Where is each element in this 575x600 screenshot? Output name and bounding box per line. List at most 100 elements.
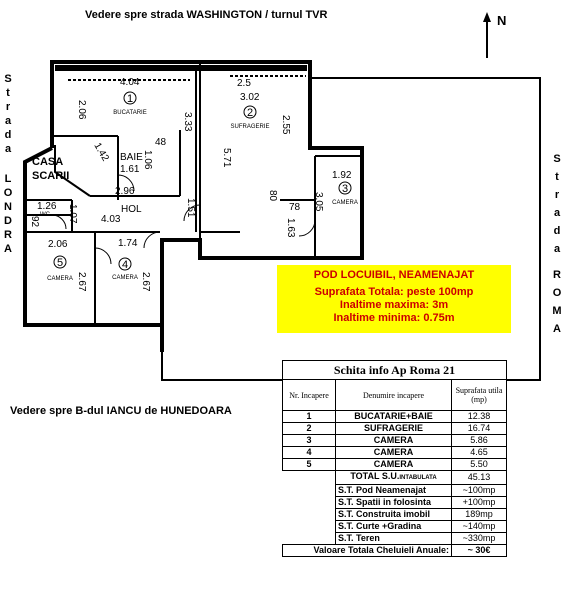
svg-text:S: S <box>4 73 11 85</box>
dim-label: 78 <box>289 202 301 213</box>
attic-line: Inaltime maxima: 3m <box>339 299 449 311</box>
north-arrow-icon <box>483 12 491 58</box>
table-extra-row: S.T. Curte +Gradina~140mp <box>283 520 507 533</box>
room-name-5: CAMERA <box>47 276 73 282</box>
svg-text:t: t <box>6 87 10 99</box>
attic-outline <box>161 77 541 381</box>
room-name-4: CAMERA <box>112 275 138 281</box>
svg-text:2: 2 <box>247 107 253 119</box>
dim-label: 1.61 <box>120 164 140 175</box>
svg-text:O: O <box>4 187 13 199</box>
attic-info-box: POD LOCUIBIL, NEAMENAJAT Suprafata Total… <box>277 265 511 333</box>
dim-label: 1.07 <box>67 204 78 224</box>
room-name-2: SUFRAGERIE <box>230 124 269 130</box>
table-header: Denumire incapere <box>335 379 452 411</box>
dimensions: 4.04 2.06 3.33 2.5 3.02 2.55 5.71 1.42 4… <box>29 77 352 292</box>
outer-walls <box>23 60 364 352</box>
top-view-caption: Vedere spre strada WASHINGTON / turnul T… <box>85 9 328 21</box>
dim-label: 1.92 <box>332 170 352 181</box>
dim-label: 1.63 <box>285 218 296 238</box>
dim-label: 1.51 <box>185 198 196 218</box>
svg-text:L: L <box>5 173 12 185</box>
dim-label: 2.96 <box>115 186 135 197</box>
dim-label: 2.5 <box>237 78 251 89</box>
inner-walls <box>25 62 362 325</box>
label-hol: HOL <box>121 204 142 215</box>
table-header: Suprafata utila (mp) <box>451 379 507 411</box>
dim-label: 2.67 <box>140 272 151 292</box>
svg-text:5: 5 <box>57 257 63 269</box>
label-wc: WC <box>40 212 51 218</box>
dim-label: 4.04 <box>120 77 140 88</box>
bottom-view-caption: Vedere spre B-dul IANCU de HUNEDOARA <box>10 405 232 417</box>
dim-label: 92 <box>29 216 40 228</box>
room-number-4: 4 <box>118 257 132 271</box>
svg-text:a: a <box>5 115 12 127</box>
svg-text:1: 1 <box>127 93 133 105</box>
svg-text:3: 3 <box>342 183 348 195</box>
dim-label: 3.05 <box>313 192 324 212</box>
label-casa: CASA <box>32 156 63 168</box>
svg-text:a: a <box>554 243 561 255</box>
north-label: N <box>497 13 507 28</box>
room-number-3: 3 <box>338 181 352 195</box>
svg-text:d: d <box>554 225 561 237</box>
label-scarii: SCARII <box>32 170 69 182</box>
dim-label: 3.02 <box>240 92 260 103</box>
svg-text:A: A <box>553 323 561 335</box>
svg-text:r: r <box>555 189 560 201</box>
svg-text:A: A <box>4 243 12 255</box>
table-total-row: TOTAL S.U.INTABULATA 45.13 <box>283 470 507 485</box>
table-header: Nr. Incapere <box>282 379 336 411</box>
label-baie: BAIE <box>120 152 143 163</box>
svg-text:N: N <box>4 201 12 213</box>
attic-title: POD LOCUIBIL, NEAMENAJAT <box>313 269 475 281</box>
dim-label: 2.06 <box>48 239 68 250</box>
svg-text:d: d <box>5 129 12 141</box>
dim-label: 80 <box>267 190 278 202</box>
room-number-2: 2 <box>243 105 257 119</box>
room-name-1: BUCATARIE <box>113 110 146 116</box>
dim-label: 5.71 <box>221 148 232 168</box>
svg-text:a: a <box>5 143 12 155</box>
table-footer-row: Valoare Totala Cheluieli Anuale: ~ 30€ <box>282 544 507 557</box>
table-extra-row: S.T. Pod Neamenajat~100mp <box>283 484 507 497</box>
svg-text:D: D <box>4 215 12 227</box>
dim-label: 1.06 <box>142 150 153 170</box>
dim-label: 1.26 <box>37 201 57 212</box>
dim-label: 3.33 <box>182 112 193 132</box>
dim-label: 2.06 <box>76 100 87 120</box>
room-number-5: 5 <box>53 255 67 269</box>
info-table: Schita info Ap Roma 21 Nr. Incapere Denu… <box>282 360 507 557</box>
svg-text:R: R <box>553 269 561 281</box>
street-london-label: S t r a d a L O N D R A <box>4 73 13 255</box>
dim-label: 1.42 <box>91 141 110 164</box>
room-name-3: CAMERA <box>332 200 358 206</box>
svg-text:r: r <box>6 101 11 113</box>
dim-label: 4.03 <box>101 214 121 225</box>
door-swings <box>51 174 316 265</box>
room-number-1: 1 <box>123 91 137 105</box>
svg-text:O: O <box>553 287 562 299</box>
svg-text:M: M <box>552 305 561 317</box>
table-extra-row: S.T. Teren~330mp <box>283 532 507 545</box>
attic-line: Inaltime minima: 0.75m <box>333 312 455 324</box>
svg-text:R: R <box>4 229 12 241</box>
svg-text:S: S <box>553 153 560 165</box>
svg-text:a: a <box>554 207 561 219</box>
street-roma-label: S t r a d a R O M A <box>552 153 561 335</box>
dim-label: 1.74 <box>118 238 138 249</box>
table-extra-row: S.T. Spatii in folosinta+100mp <box>283 496 507 509</box>
svg-text:t: t <box>555 171 559 183</box>
dim-label: 2.67 <box>76 272 87 292</box>
attic-line: Suprafata Totala: peste 100mp <box>314 286 474 298</box>
svg-text:4: 4 <box>122 259 128 271</box>
table-title: Schita info Ap Roma 21 <box>282 360 507 380</box>
